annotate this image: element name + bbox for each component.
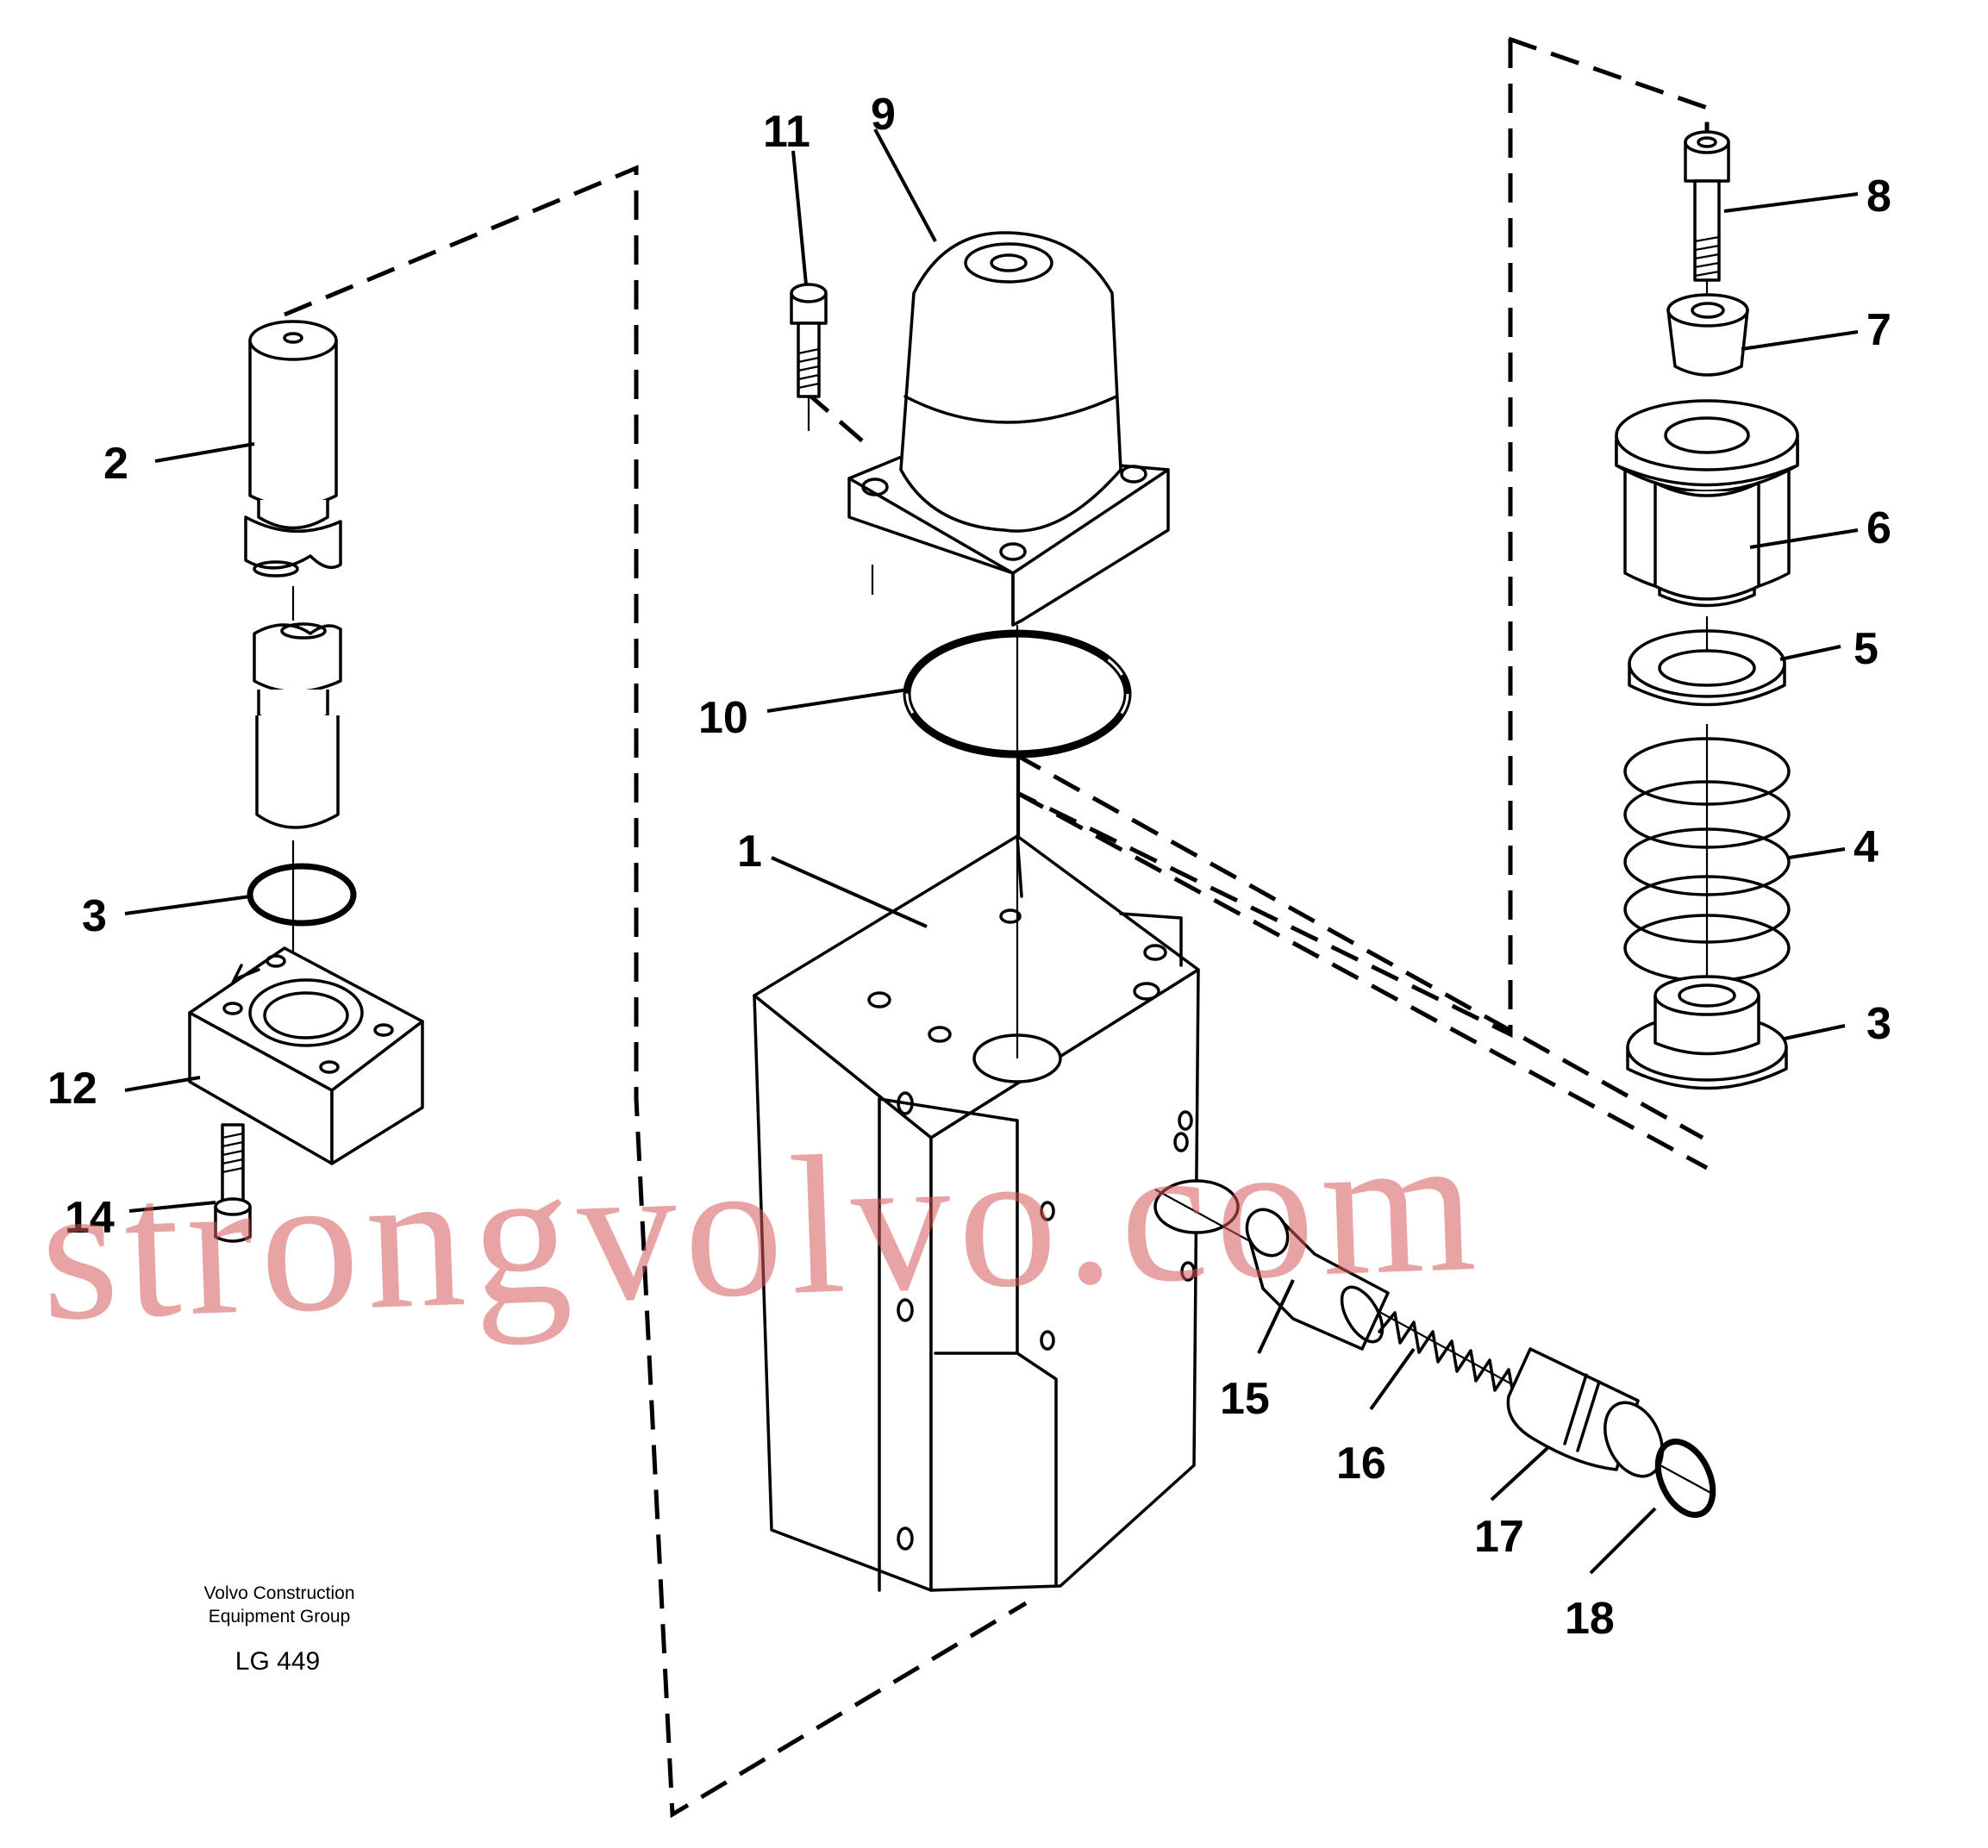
- spring-part-4: [1623, 724, 1791, 987]
- pilot-spool-part-2: [244, 320, 342, 1000]
- side-valve-stack: [1154, 1189, 1716, 1518]
- assembly-dashed-lines: [284, 36, 1710, 1819]
- valve-body-part-1: [753, 741, 1240, 1592]
- watermark: strongvolvo.com: [37, 1092, 1485, 1362]
- o-ring-left: [247, 863, 357, 927]
- callout-16: 16: [1336, 1439, 1386, 1489]
- flange-block-part-12: [188, 946, 424, 1165]
- spring-cup-part-6: [1615, 399, 1799, 608]
- callout-1: 1: [737, 827, 762, 877]
- cap-screw-part-11: [790, 283, 828, 431]
- cap-screw-part-14: [214, 1123, 252, 1243]
- caption-block: Volvo Construction Equipment Group LG 44…: [203, 1583, 354, 1676]
- callout-4: 4: [1854, 822, 1879, 872]
- callout-5: 5: [1854, 624, 1879, 674]
- callout-7: 7: [1866, 305, 1891, 355]
- callout-11: 11: [763, 107, 810, 157]
- callout-17: 17: [1474, 1512, 1524, 1562]
- callout-8: 8: [1866, 172, 1891, 222]
- callout-3-left: 3: [82, 891, 107, 941]
- drawing-number: LG 449: [235, 1647, 320, 1676]
- callout-2: 2: [103, 439, 128, 489]
- callout-6: 6: [1866, 503, 1891, 553]
- o-ring-part-10: [903, 629, 1132, 759]
- callout-14: 14: [65, 1193, 115, 1243]
- leader-lines: [124, 128, 1859, 1575]
- cap-screw-part-8: [1684, 130, 1730, 302]
- washer-part-5: [1628, 616, 1786, 707]
- callout-3-right: 3: [1866, 999, 1891, 1049]
- callout-12: 12: [47, 1064, 97, 1114]
- pilot-cap-part-9: [847, 231, 1170, 741]
- sleeve-part-7: [1666, 293, 1749, 377]
- callout-18: 18: [1565, 1594, 1615, 1644]
- callout-labels: 1 2 3 3 4 5 6 7 8 9 10 11 12 14 15 16 17…: [47, 90, 1891, 1644]
- caption-company-line1: Volvo Construction: [203, 1583, 354, 1603]
- caption-company-line2: Equipment Group: [209, 1607, 351, 1626]
- spring-seat-part-3: [1626, 975, 1788, 1090]
- callout-9: 9: [871, 90, 896, 140]
- callout-15: 15: [1220, 1374, 1270, 1424]
- callout-10: 10: [698, 693, 748, 743]
